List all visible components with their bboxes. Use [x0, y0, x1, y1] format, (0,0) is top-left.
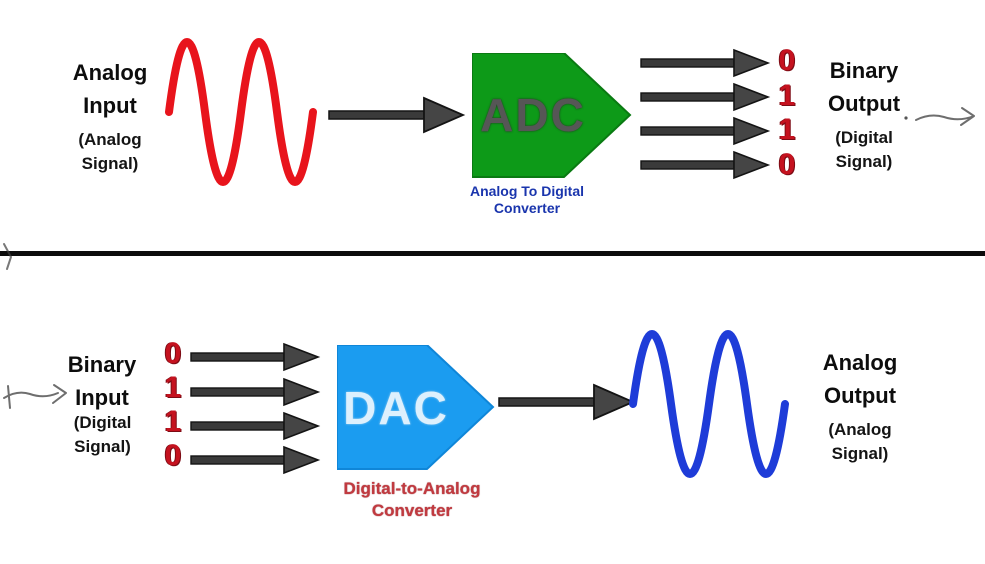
- analog-output-sublabel: (Analog Signal): [828, 420, 892, 463]
- sketch-mark-icon: [0, 238, 28, 276]
- bit-arrow-icon: [190, 411, 322, 441]
- section-divider: [0, 251, 985, 256]
- bit-arrow-icon: [190, 377, 322, 407]
- binary-input-label: Binary Input: [67, 352, 137, 410]
- bit-arrow-icon: [640, 82, 772, 112]
- dac-label: DAC: [343, 382, 449, 434]
- bit-value: 1: [778, 113, 796, 146]
- analog-output-waveform-icon: [628, 324, 790, 482]
- bit-value: 0: [164, 337, 182, 370]
- flow-arrow-icon: [497, 381, 637, 423]
- binary-output-sublabel: (Digital Signal): [835, 128, 893, 171]
- bit-value: 1: [778, 79, 796, 112]
- bit-arrow-icon: [190, 342, 322, 372]
- bit-arrow-icon: [640, 116, 772, 146]
- bit-value: 1: [164, 371, 182, 404]
- adc-caption: Analog To Digital Converter: [469, 183, 585, 216]
- dac-block: [337, 345, 495, 470]
- bit-value: 1: [164, 405, 182, 438]
- bit-value: 0: [164, 439, 182, 472]
- flow-arrow-icon: [327, 94, 467, 136]
- binary-input-sublabel: (Digital Signal): [73, 413, 132, 456]
- bit-arrow-icon: [640, 150, 772, 180]
- analog-input-waveform-icon: [165, 35, 317, 187]
- analog-input-sublabel: (Analog Signal): [78, 130, 142, 173]
- bit-value: 0: [778, 148, 796, 181]
- adc-label: ADC: [480, 89, 586, 141]
- sketch-arrow-icon: [902, 96, 982, 144]
- sketch-arrow-icon: [0, 372, 74, 420]
- bit-arrow-icon: [640, 48, 772, 78]
- bit-arrow-icon: [190, 445, 322, 475]
- adc-block: [472, 53, 632, 178]
- bit-value: 0: [778, 44, 796, 77]
- dac-caption: Digital-to-Analog Converter: [343, 479, 481, 520]
- binary-output-label: Binary Output: [827, 58, 901, 116]
- analog-output-label: Analog Output: [822, 350, 898, 408]
- analog-input-label: Analog Input: [72, 60, 148, 118]
